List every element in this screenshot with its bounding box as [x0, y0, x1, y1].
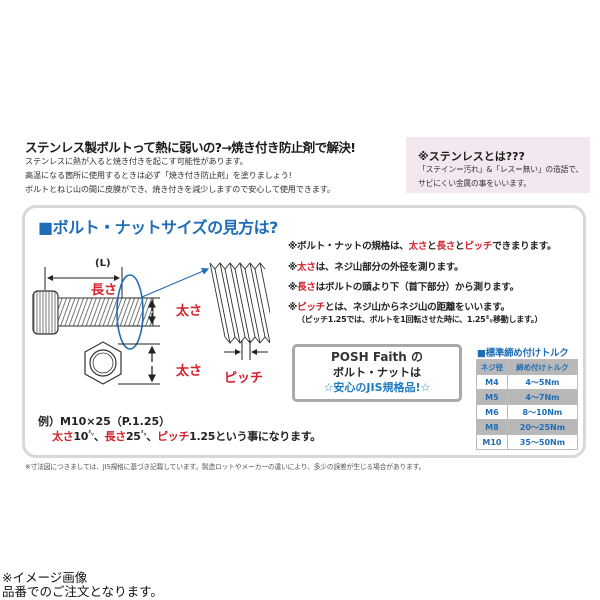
footnote: ※寸法図につきましては、JIS規格に基づき記載しています。製造ロットやメーカーの…	[25, 463, 426, 471]
length-L-label: (L)	[95, 258, 111, 269]
stainless-info-box	[406, 137, 590, 193]
spec-line-3: ※長さはボルトの頭より下（首下部分）から測ります。	[288, 282, 519, 293]
table-row: M6 8～10Nm	[476, 404, 579, 420]
torque-title: ■標準締め付けトルク	[477, 348, 569, 359]
pitch-note: （ピッチ1.25では、ボルトを1回転させた時に、1.25㍉移動します。）	[297, 315, 543, 324]
posh-line-3: ☆安心のJIS規格品!☆	[323, 381, 431, 394]
intro-line-1: ステンレスに熱が入ると焼き付きを起こす可能性があります。	[25, 156, 248, 166]
posh-faith-badge: POSH Faith の ボルト・ナットは ☆安心のJIS規格品!☆	[292, 344, 462, 402]
torque-header-torque: 締め付けトルク	[506, 359, 579, 375]
image-caption: ※イメージ画像	[2, 570, 88, 585]
table-row: M8 20～25Nm	[476, 419, 579, 435]
table-row: M5 4～7Nm	[476, 389, 579, 405]
pitch-label: ピッチ	[224, 371, 264, 386]
torque-header-size: ネジ径	[476, 359, 508, 375]
table-row: M4 4～5Nm	[476, 374, 579, 390]
section-title: ■ボルト・ナットサイズの見方は?	[38, 218, 278, 237]
pitch-dimension	[224, 340, 268, 360]
stainless-line-2: サビにくい金属の事をいいます。	[418, 179, 532, 188]
spec-line-2: ※太さは、ネジ山部分の外径を測ります。	[288, 262, 464, 273]
bolt-diagram	[32, 262, 270, 385]
posh-line-2: ボルト・ナットは	[333, 366, 421, 379]
stainless-title: ※ステンレスとは???	[418, 150, 525, 163]
stainless-line-1: 「ステイン＝汚れ」&「レス＝無い」の造語で、	[418, 165, 584, 174]
torque-table: ネジ径 締め付けトルク M4 4～5Nm M5 4～7Nm M6 8～10Nm …	[476, 359, 579, 450]
spec-line-1: ※ボルト・ナットの規格は、太さと長さとピッチできまります。	[288, 241, 557, 252]
thickness-bolt-label: 太さ	[176, 304, 203, 319]
posh-line-1: POSH Faith の	[330, 350, 424, 364]
intro-line-2: 高温になる箇所に使用するときは必ず「焼き付き防止剤」を塗りましょう!	[25, 170, 292, 180]
table-row: M10 35～50Nm	[476, 434, 579, 450]
order-note: 品番でのご注文となります。	[2, 584, 163, 599]
intro-title: ステンレス製ボルトって熱に弱いの?→焼き付き防止剤で解決!	[25, 140, 356, 155]
spec-line-4: ※ピッチとは、ネジ山からネジ山の距離をいいます。	[288, 302, 510, 313]
example-spec: 例）M10×25（P.1.25）	[38, 415, 171, 428]
example-explanation: 太さ10㍉、長さ25㍉、ピッチ1.25という事になります。	[52, 430, 322, 443]
thickness-nut-label: 太さ	[176, 364, 203, 379]
length-label: 長さ	[91, 283, 118, 298]
intro-line-3: ボルトとねじ山の間に皮膜ができ、焼き付きを減少しますので安心して使用できます。	[25, 184, 335, 194]
